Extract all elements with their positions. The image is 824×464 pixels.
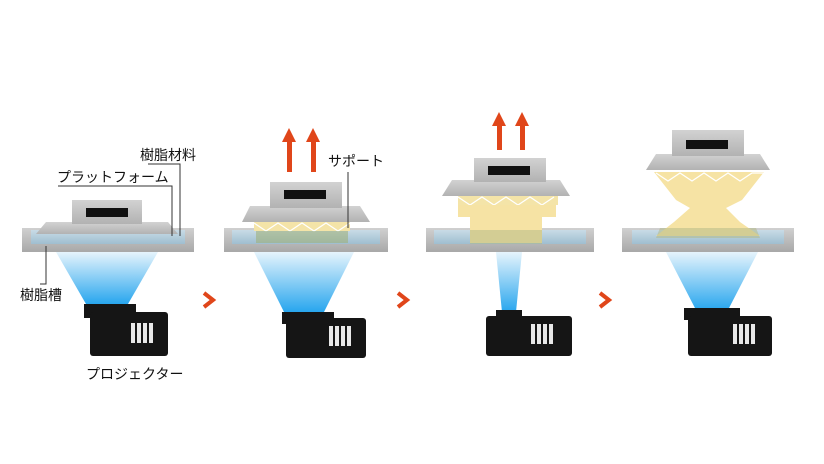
stage-1: 樹脂材料 プラットフォーム 樹脂槽 プロジェクター: [20, 148, 196, 383]
stage-3: [426, 112, 594, 356]
build-platform: [442, 158, 570, 196]
label-support: サポート: [328, 154, 384, 170]
stage-2: サポート: [224, 128, 388, 358]
label-projector: プロジェクター: [86, 367, 183, 383]
stage-4: [622, 130, 794, 356]
light-beam: [496, 252, 522, 312]
build-platform: [242, 182, 370, 222]
support-structure: [253, 222, 351, 243]
support-structure: [457, 196, 558, 244]
build-platform: [36, 200, 178, 234]
printed-object: [654, 172, 764, 238]
next-step-chevron-icon: [598, 291, 613, 309]
light-beam: [56, 252, 158, 304]
light-beam: [254, 252, 354, 312]
light-beam: [666, 252, 758, 310]
label-platform: プラットフォーム: [57, 170, 169, 186]
label-resin-tank: 樹脂槽: [20, 288, 62, 304]
projector: [84, 304, 168, 356]
projector: [282, 312, 366, 358]
up-arrows-icon: [282, 128, 320, 172]
up-arrows-icon: [492, 112, 529, 150]
build-platform: [646, 130, 770, 170]
projector: [486, 310, 572, 356]
leader-lines: [40, 163, 181, 285]
label-resin-material: 樹脂材料: [140, 148, 196, 164]
projector: [684, 308, 772, 356]
next-step-chevron-icon: [202, 291, 217, 309]
next-step-chevron-icon: [396, 291, 411, 309]
